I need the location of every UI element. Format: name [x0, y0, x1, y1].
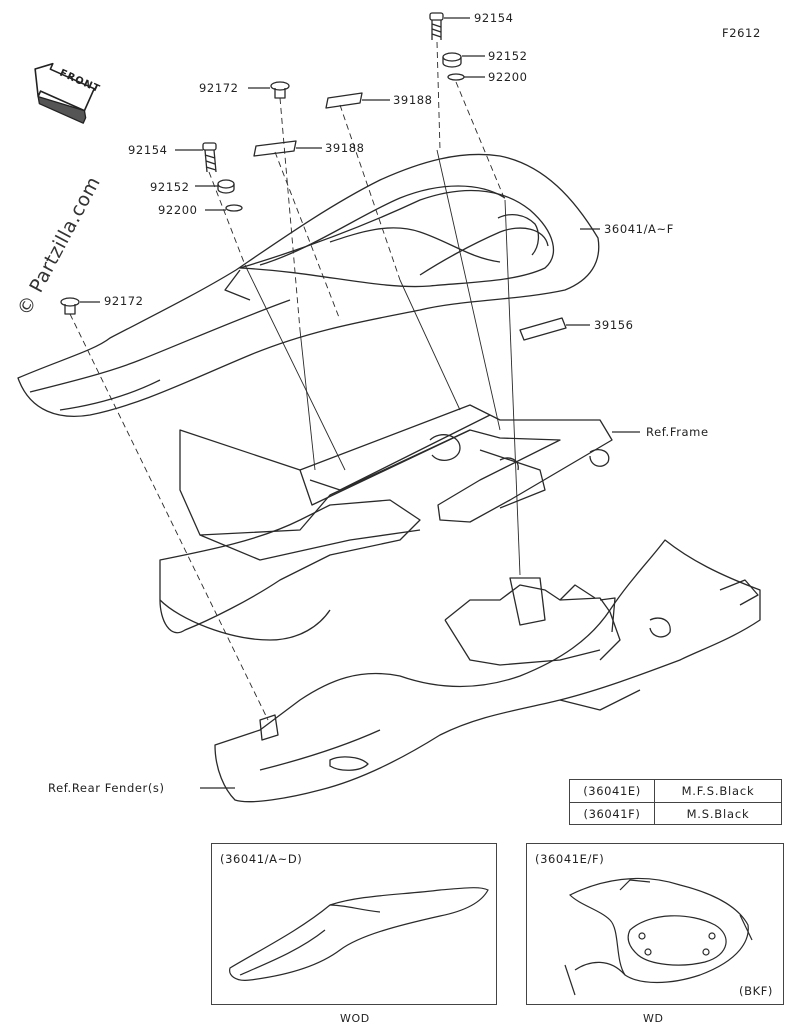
frame-drawing: [179, 404, 613, 561]
legend-row: (36041E) M.F.S.Black: [570, 780, 781, 802]
rivet-92172-left-icon: [60, 297, 80, 315]
assembly-dash-lines: [69, 41, 506, 721]
legend-desc: M.S.Black: [686, 807, 750, 821]
inset-panel-right: (36041E/F) (BKF): [526, 843, 784, 1005]
part-92172-left[interactable]: 92172: [104, 294, 144, 308]
leader-lines: [80, 17, 640, 789]
part-92154-left[interactable]: 92154: [128, 143, 168, 157]
rear-fender-drawing: [159, 499, 761, 803]
inset-right-tag: (BKF): [739, 984, 774, 998]
inset-right-caption: WD: [643, 1012, 664, 1025]
bolt-92154-left-icon: [202, 142, 217, 173]
inset-left-drawing: [229, 887, 489, 981]
legend-desc: M.F.S.Black: [681, 784, 755, 798]
bolt-92154-top-icon: [429, 12, 444, 40]
legend-code: (36041E): [570, 780, 655, 802]
part-36041[interactable]: 36041/A~F: [604, 222, 674, 236]
inset-left-caption: WOD: [340, 1012, 370, 1025]
part-39188-mid[interactable]: 39188: [325, 141, 365, 155]
ref-frame-label[interactable]: Ref.Frame: [646, 425, 709, 439]
assembly-solid-lines: [244, 149, 521, 576]
washer-92200-left-icon: [225, 204, 243, 212]
part-92152-left[interactable]: 92152: [150, 180, 190, 194]
inset-left-title: (36041/A~D): [220, 852, 303, 866]
seat-cowl-36041-drawing: [17, 153, 600, 417]
front-arrow-icon: [34, 62, 95, 124]
part-92200-top[interactable]: 92200: [488, 70, 528, 84]
part-92154-top[interactable]: 92154: [474, 11, 514, 25]
washer-92200-top-icon: [447, 73, 465, 81]
rivet-92172-top-icon: [270, 81, 290, 99]
part-39188-top[interactable]: 39188: [393, 93, 433, 107]
part-92152-top[interactable]: 92152: [488, 49, 528, 63]
part-92200-left[interactable]: 92200: [158, 203, 198, 217]
part-39156[interactable]: 39156: [594, 318, 634, 332]
legend-code: (36041F): [570, 803, 655, 825]
color-legend-table: (36041E) M.F.S.Black (36041F) M.S.Black: [569, 779, 782, 825]
part-92172-top[interactable]: 92172: [199, 81, 239, 95]
collar-92152-left-icon: [217, 179, 235, 194]
label-39188-top-icon: [325, 92, 363, 109]
figure-code: F2612: [722, 26, 761, 40]
label-39188-mid-icon: [253, 140, 297, 157]
label-39156-icon: [519, 317, 567, 341]
legend-row: (36041F) M.S.Black: [570, 802, 781, 825]
collar-92152-top-icon: [442, 52, 462, 68]
ref-rear-fender-label[interactable]: Ref.Rear Fender(s): [48, 781, 165, 795]
inset-panel-left: (36041/A~D): [211, 843, 497, 1005]
inset-right-drawing: [564, 877, 753, 996]
inset-right-title: (36041E/F): [535, 852, 605, 866]
